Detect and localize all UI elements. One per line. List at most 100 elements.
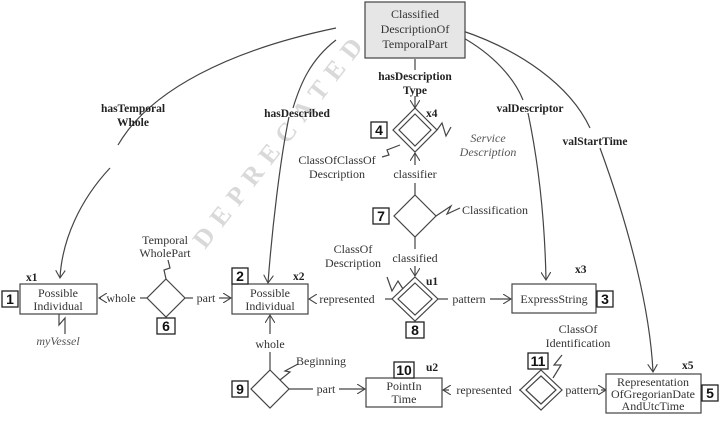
number-badge-4: 4	[370, 121, 388, 139]
number-badge-10: 10	[393, 361, 415, 379]
type-zigzag-8	[386, 276, 404, 293]
svg-text:ExpressString: ExpressString	[520, 292, 587, 306]
svg-text:9: 9	[236, 381, 244, 397]
svg-text:Individual: Individual	[245, 299, 295, 313]
number-badge-1: 1	[1, 290, 19, 308]
attr-hasDescribed: hasDescribed	[264, 108, 330, 120]
type-zigzag-7	[435, 204, 461, 217]
svg-text:4: 4	[375, 122, 383, 138]
root-entity-box[interactable]: Classified DescriptionOf TemporalPart	[364, 1, 466, 59]
relationship-8[interactable]	[391, 276, 439, 322]
annotation-zigzag-1	[58, 314, 66, 334]
type-zigzag-9	[279, 363, 299, 381]
type-label-8-2: Description	[325, 256, 381, 270]
type-label-11-1: ClassOf	[559, 322, 598, 336]
number-badge-2: 2	[231, 267, 249, 285]
type-label-9: Beginning	[296, 354, 346, 368]
role-part-9: part	[317, 382, 336, 396]
svg-text:10: 10	[396, 362, 412, 378]
valStartTime-line-upper	[459, 29, 591, 129]
type-label-6-2: WholePart	[139, 246, 191, 260]
svg-text:TemporalPart: TemporalPart	[382, 37, 448, 51]
relationship-11[interactable]	[519, 369, 563, 411]
tag-u2: u2	[426, 362, 438, 374]
number-badge-9: 9	[231, 380, 249, 398]
tag-x1: x1	[26, 272, 38, 284]
svg-text:6: 6	[162, 318, 170, 334]
number-badge-11: 11	[527, 352, 549, 370]
type-zigzag-6	[163, 259, 171, 280]
annotation-myVessel: myVessel	[36, 334, 80, 348]
hasDescribed-line-upper	[292, 39, 337, 109]
svg-text:Possible: Possible	[250, 286, 290, 300]
role-represented-8: represented	[319, 292, 374, 306]
valStartTime-line-lower	[599, 147, 653, 372]
svg-text:Time: Time	[392, 392, 417, 406]
tag-u1: u1	[426, 276, 438, 288]
svg-text:AndUtcTime: AndUtcTime	[622, 399, 685, 413]
number-badge-5: 5	[701, 384, 719, 402]
type-zigzag-11	[552, 354, 563, 379]
type-label-7: Classification	[462, 203, 528, 217]
role-whole-6: whole	[106, 291, 135, 305]
entity-2-possible-individual[interactable]: Possible Individual	[231, 283, 309, 315]
tag-x3: x3	[575, 264, 587, 276]
type-zigzag-4	[381, 144, 401, 158]
svg-text:11: 11	[531, 353, 546, 369]
type-label-11-2: Identification	[546, 336, 611, 350]
svg-text:hasTemporal: hasTemporal	[101, 103, 165, 115]
deprecated-watermark: DEPRECATED	[187, 25, 374, 253]
role-whole-9: whole	[255, 337, 284, 351]
attr-hasTemporalWhole: hasTemporal Whole	[101, 103, 165, 129]
svg-text:Individual: Individual	[33, 299, 83, 313]
svg-text:Whole: Whole	[117, 117, 149, 129]
svg-text:5: 5	[706, 385, 714, 401]
svg-text:Type: Type	[403, 85, 427, 97]
entity-10-point-in-time[interactable]: PointIn Time	[365, 377, 443, 408]
svg-text:Possible: Possible	[38, 286, 78, 300]
role-represented-11: represented	[456, 383, 511, 397]
svg-text:2: 2	[236, 268, 244, 284]
entity-5-representation-of-gregorian-date-and-utc-time[interactable]: Representation OfGregorianDate AndUtcTim…	[605, 373, 702, 414]
svg-text:Classified: Classified	[391, 7, 439, 21]
type-label-8-1: ClassOf	[334, 242, 373, 256]
svg-text:8: 8	[411, 322, 419, 338]
valDescriptor-line-upper	[459, 35, 524, 101]
svg-text:Representation: Representation	[617, 375, 689, 389]
tag-x4: x4	[426, 108, 438, 120]
role-pattern-11: pattern	[565, 383, 598, 397]
number-badge-6: 6	[156, 317, 176, 335]
relationship-7[interactable]	[393, 194, 437, 238]
type-label-4-2: Description	[309, 167, 365, 181]
svg-text:3: 3	[601, 291, 609, 307]
relationship-6[interactable]	[146, 278, 186, 318]
svg-text:PointIn: PointIn	[386, 379, 421, 393]
role-pattern-8: pattern	[452, 292, 485, 306]
number-badge-8: 8	[405, 321, 425, 339]
annotation-service-description-1: Service	[470, 131, 506, 145]
hasTemporalWhole-line-lower	[60, 167, 111, 278]
valDescriptor-line-lower	[527, 112, 546, 280]
type-label-6-1: Temporal	[142, 233, 188, 247]
entity-1-possible-individual[interactable]: Possible Individual	[19, 283, 98, 315]
role-part-6: part	[197, 291, 216, 305]
svg-text:hasDescription: hasDescription	[378, 71, 452, 83]
svg-text:1: 1	[6, 291, 14, 307]
role-classifier: classifier	[393, 167, 436, 181]
svg-text:OfGregorianDate: OfGregorianDate	[611, 387, 695, 401]
number-badge-7: 7	[372, 207, 390, 225]
type-label-4-1: ClassOfClassOf	[298, 153, 375, 167]
number-badge-3: 3	[596, 290, 614, 308]
attr-valDescriptor: valDescriptor	[496, 103, 563, 115]
role-classified: classified	[392, 251, 437, 265]
attr-hasDescriptionType: hasDescription Type	[378, 71, 452, 97]
hasTemporalWhole-line-upper	[117, 27, 337, 146]
annotation-zigzag-4	[436, 121, 452, 138]
svg-text:DescriptionOf: DescriptionOf	[381, 22, 450, 36]
svg-text:7: 7	[377, 208, 385, 224]
hasDescribed-line-lower	[268, 116, 290, 283]
entity-3-express-string[interactable]: ExpressString	[511, 283, 597, 314]
relationship-9[interactable]	[250, 369, 290, 409]
tag-x5: x5	[682, 360, 694, 372]
